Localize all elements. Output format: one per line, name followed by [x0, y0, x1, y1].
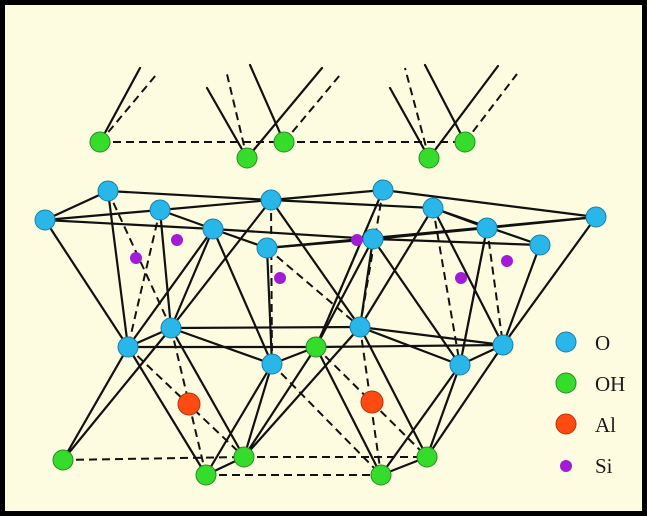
atoms-oh: [52, 131, 476, 486]
atom-o: [97, 180, 119, 202]
atom-oh: [233, 446, 255, 468]
legend-label-al: Al: [595, 413, 616, 437]
atom-o: [149, 199, 171, 221]
atom-o: [260, 189, 282, 211]
atom-si: [130, 252, 142, 264]
legend-item-si: Si: [560, 454, 613, 478]
dashed-bonds: [62, 67, 518, 476]
atom-oh: [89, 131, 111, 153]
legend-label-oh: OH: [595, 372, 625, 396]
legend-swatch-al: [555, 413, 577, 435]
atom-o: [492, 334, 514, 356]
atom-o: [256, 237, 278, 259]
legend-item-oh: OH: [555, 372, 625, 396]
atom-o: [476, 217, 498, 239]
legend-label-o: O: [595, 331, 610, 355]
legend-swatch-oh: [555, 372, 577, 394]
atom-si: [274, 272, 286, 284]
atom-oh: [305, 336, 327, 358]
atom-o: [34, 209, 56, 231]
atom-si: [455, 272, 467, 284]
atom-si: [351, 234, 363, 246]
atom-oh: [273, 131, 295, 153]
atom-oh: [454, 131, 476, 153]
legend-swatch-o: [555, 331, 577, 353]
atom-o: [529, 234, 551, 256]
atom-o: [349, 316, 371, 338]
atom-o: [449, 354, 471, 376]
atom-oh: [418, 147, 440, 169]
atom-o: [362, 228, 384, 250]
atom-si: [501, 255, 513, 267]
atom-oh: [236, 147, 258, 169]
atoms-o: [34, 179, 607, 376]
atom-o: [422, 197, 444, 219]
atom-o: [160, 317, 182, 339]
atoms-si: [130, 234, 513, 284]
legend-label-si: Si: [595, 454, 613, 478]
legend-item-o: O: [555, 331, 610, 355]
legend: O OH Al Si: [555, 331, 625, 478]
atom-o: [202, 218, 224, 240]
atom-o: [117, 336, 139, 358]
atom-oh: [195, 464, 217, 486]
atom-o: [372, 179, 394, 201]
atom-o: [261, 353, 283, 375]
atom-al: [360, 390, 384, 414]
atom-al: [177, 392, 201, 416]
legend-swatch-si: [560, 460, 572, 472]
atom-oh: [370, 464, 392, 486]
atom-si: [171, 234, 183, 246]
atom-oh: [52, 449, 74, 471]
atom-o: [585, 206, 607, 228]
atom-oh: [416, 446, 438, 468]
legend-item-al: Al: [555, 413, 616, 437]
atoms-al: [177, 390, 384, 416]
